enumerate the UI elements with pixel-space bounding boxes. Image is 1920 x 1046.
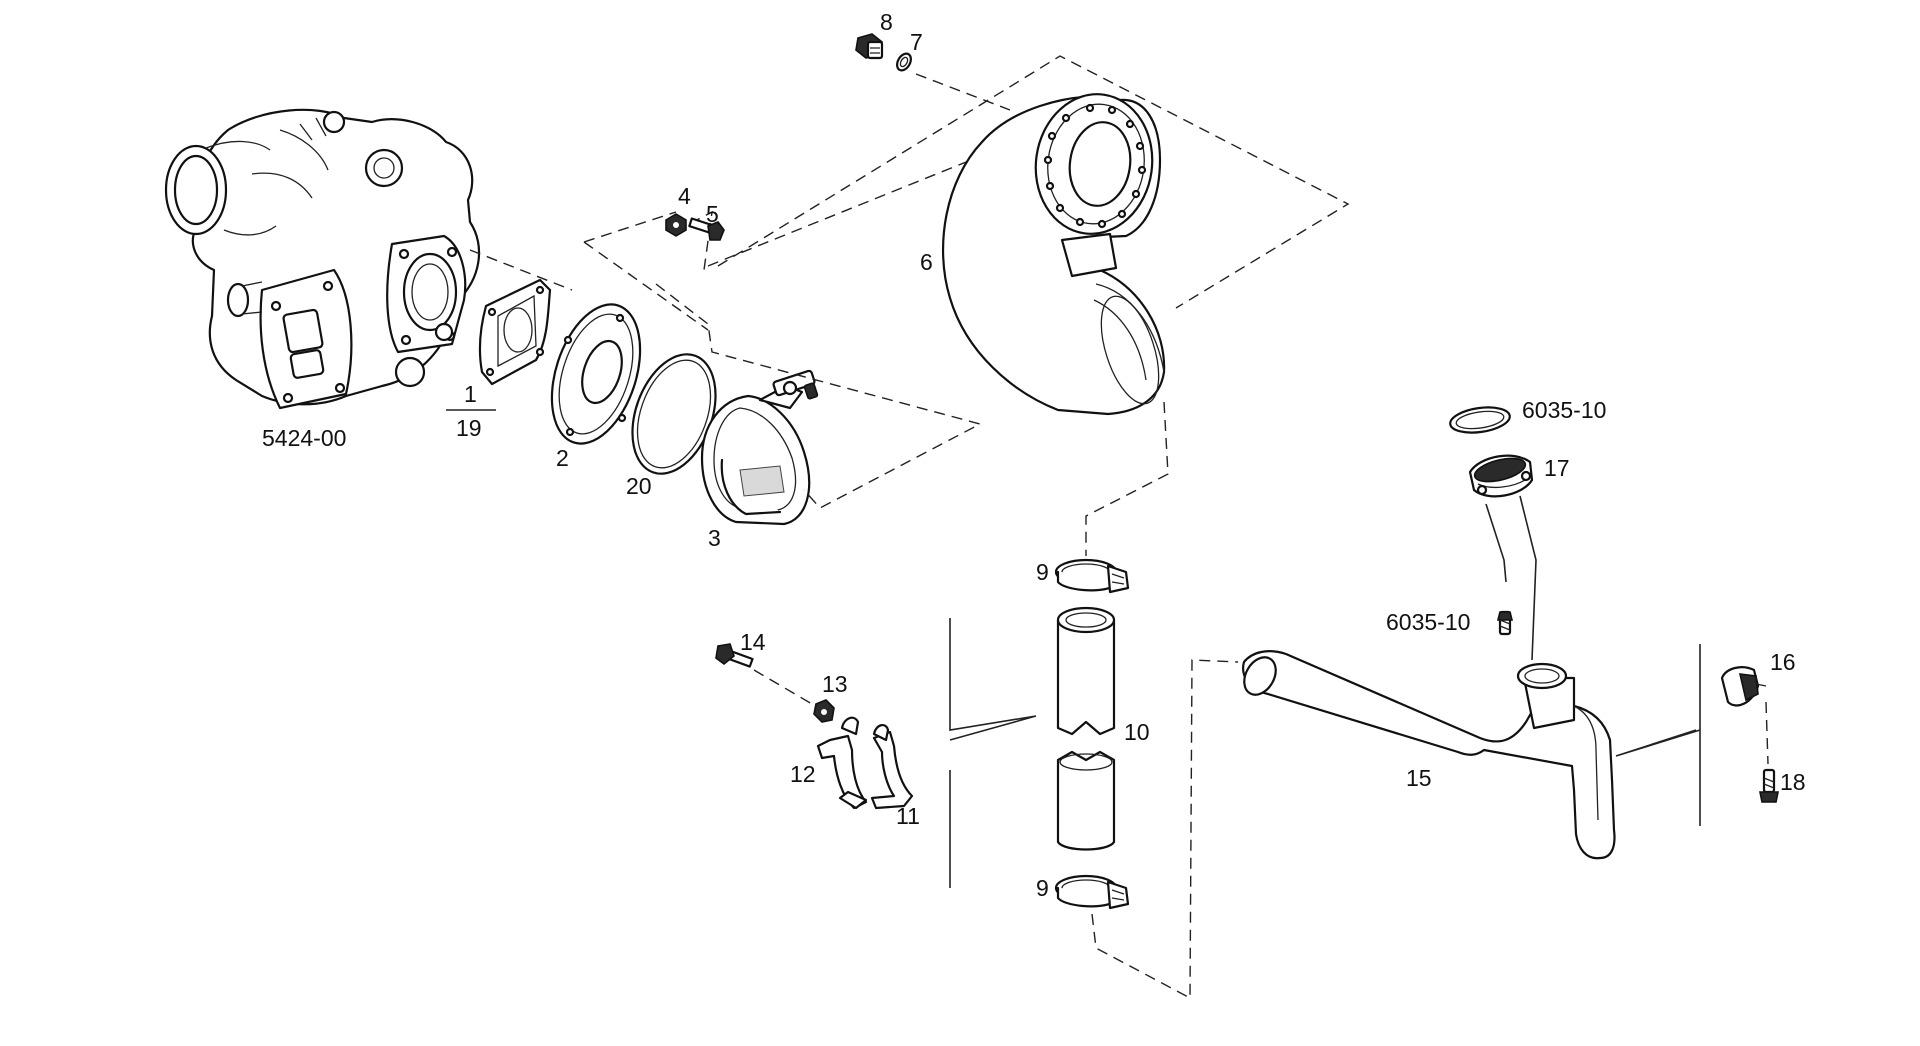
callout-bracket-left: 12: [790, 761, 816, 787]
leader-nut-bolt-group: [583, 211, 709, 331]
outlet-flange: [1468, 454, 1534, 498]
exhaust-pipe: [1242, 650, 1616, 860]
callout-gasket-19: 19: [456, 415, 482, 441]
hose-clamp-upper: [1054, 558, 1130, 594]
bracket-screw: [715, 643, 754, 668]
callout-plug: 8: [880, 9, 893, 35]
leader-lower-clamp-to-pipe: [1091, 659, 1239, 1000]
flange-gasket: [478, 278, 552, 386]
turbocharger: [164, 108, 481, 410]
callout-outlet-gasket: 6035-10: [1522, 397, 1606, 423]
callout-support-clamp: 16: [1770, 649, 1796, 675]
callout-v-band-clamp: 3: [708, 525, 721, 551]
callout-seal-ring: 7: [910, 29, 923, 55]
leader-bellows-group: [949, 618, 1037, 888]
plug: [855, 33, 884, 60]
callout-o-ring: 20: [626, 473, 652, 499]
bracket-right: [870, 724, 914, 810]
callout-bracket-screw: 14: [740, 629, 766, 655]
callout-bracket-nut: 13: [822, 671, 848, 697]
callout-exhaust-pipe: 15: [1406, 765, 1432, 791]
bellows-pipe: [1056, 606, 1116, 851]
bolt: [688, 217, 725, 241]
callout-outlet-flange: 17: [1544, 455, 1570, 481]
leader-screw-nut: [753, 669, 813, 705]
callout-support-screw: 18: [1780, 769, 1806, 795]
support-screw: [1759, 768, 1779, 803]
leader-elbow-to-hose: [1085, 401, 1169, 556]
callout-turbocharger: 5424-00: [262, 425, 346, 451]
outlet-gasket: [1449, 406, 1511, 434]
callout-bolt: 5: [706, 201, 719, 227]
callout-bellows-pipe: 10: [1124, 719, 1150, 745]
elbow-pipe: [941, 93, 1166, 416]
leader-bolt-to-elbow: [707, 153, 987, 267]
flange-plate: [550, 303, 642, 445]
bracket-nut: [813, 699, 835, 723]
nut: [665, 213, 687, 237]
callout-outlet-screw: 6035-10: [1386, 609, 1470, 635]
leader-plug-elbow: [915, 73, 1011, 111]
callout-hose-clamp-upper: 9: [1036, 559, 1049, 585]
leader-clamp-screw: [1765, 701, 1769, 765]
leader-turbo-gasket: [469, 249, 573, 291]
outlet-screw: [1496, 610, 1514, 636]
support-clamp: [1720, 666, 1767, 707]
callout-bracket-right: 11: [896, 803, 920, 829]
callout-flange-plate: 2: [556, 445, 569, 471]
callout-hose-clamp-lower: 9: [1036, 875, 1049, 901]
bracket-left: [816, 716, 868, 810]
v-band-clamp: [700, 369, 819, 526]
leader-flange-group: [655, 210, 982, 509]
leader-outlet-flange: [1485, 495, 1537, 661]
callout-elbow-pipe: 6: [920, 249, 933, 275]
hose-clamp-lower: [1054, 874, 1130, 910]
callout-gasket-1: 1: [464, 381, 477, 407]
callout-nut: 4: [678, 183, 691, 209]
leader-pipe-support: [1615, 644, 1701, 826]
leader-elbow-box: [717, 55, 1350, 309]
seal-ring-small: [896, 52, 912, 72]
